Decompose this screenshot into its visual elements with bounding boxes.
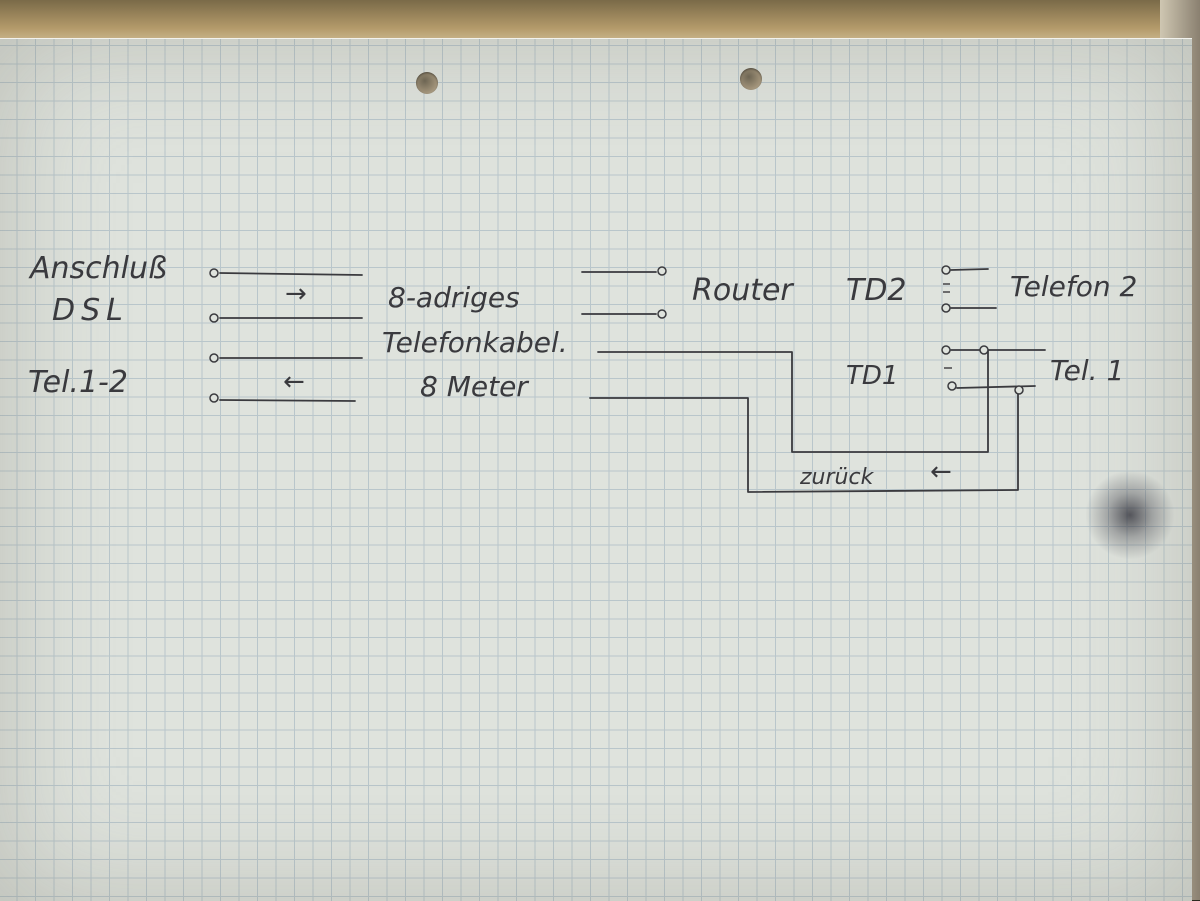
junction-td1-bottom bbox=[1014, 385, 1024, 395]
label-zurueck: zurück bbox=[799, 465, 875, 490]
wire-tel-bottom bbox=[219, 399, 356, 402]
terminal-td1-top bbox=[941, 345, 951, 355]
background-board bbox=[0, 0, 1200, 40]
label-kabel-adriges: 8-adriges bbox=[388, 281, 520, 314]
cable-route-group bbox=[589, 349, 1019, 493]
terminal-td1-bottom bbox=[947, 381, 957, 391]
ink-smudge bbox=[1085, 470, 1175, 560]
td2-group bbox=[941, 265, 997, 313]
label-kabel-telefonkabel: Telefonkabel. bbox=[382, 326, 568, 359]
wire-td1-bottom bbox=[956, 385, 1036, 389]
label-td2: TD2 bbox=[846, 273, 907, 308]
terminal-td2-bottom bbox=[941, 303, 951, 313]
arrow-right-icon: → bbox=[285, 279, 307, 309]
terminal-router-top bbox=[657, 266, 667, 276]
label-anschluss: Anschluß bbox=[28, 251, 167, 286]
arrow-left-zurueck-icon: ← bbox=[930, 457, 952, 487]
terminal-router-bottom bbox=[657, 309, 667, 319]
terminal-dsl-bottom bbox=[209, 313, 219, 323]
wire-td2-top bbox=[950, 268, 989, 271]
label-td1: TD1 bbox=[846, 361, 898, 391]
terminal-tel-bottom bbox=[209, 393, 219, 403]
terminal-dsl-top bbox=[209, 268, 219, 278]
punch-hole-left bbox=[416, 72, 438, 94]
router-wire-group bbox=[581, 266, 667, 319]
label-router: Router bbox=[692, 273, 794, 308]
left-wire-group bbox=[209, 268, 363, 403]
terminal-tel-top bbox=[209, 353, 219, 363]
wire-dsl-top bbox=[219, 272, 363, 276]
label-telefon-2: Telefon 2 bbox=[1010, 270, 1137, 303]
label-tel-1-2: Tel.1-2 bbox=[28, 365, 128, 400]
label-tel-1: Tel. 1 bbox=[1050, 354, 1124, 387]
junction-td1-top bbox=[979, 345, 989, 355]
cable-route-inner bbox=[597, 349, 989, 453]
cable-route-outer bbox=[589, 393, 1019, 493]
label-kabel-meter: 8 Meter bbox=[420, 370, 529, 403]
terminal-td2-top bbox=[941, 265, 951, 275]
punch-hole-right bbox=[740, 68, 762, 90]
arrow-left-icon: ← bbox=[283, 367, 305, 397]
graph-paper-sheet bbox=[0, 38, 1192, 901]
td1-group bbox=[941, 345, 1046, 395]
label-dsl: DSL bbox=[52, 293, 129, 328]
